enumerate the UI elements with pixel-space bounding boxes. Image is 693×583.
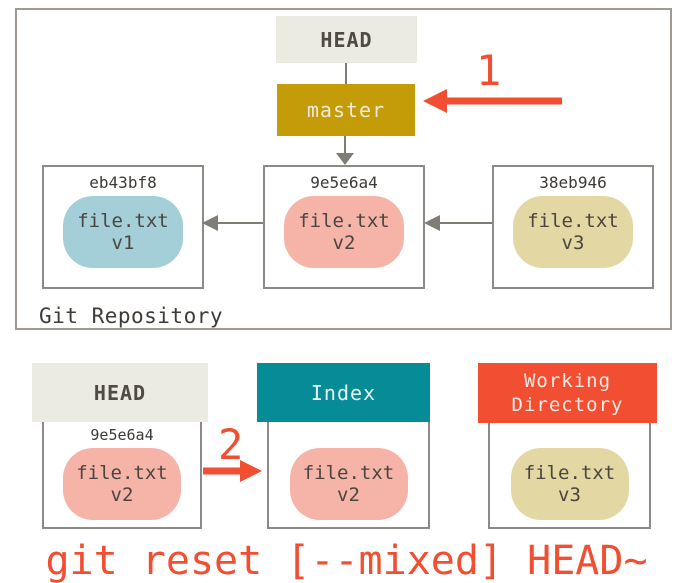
step-2-arrow-icon <box>240 460 262 482</box>
blob-filename: file.txt <box>76 462 168 484</box>
index-tree-box: file.txt v2 <box>267 415 430 529</box>
head-tree-label: HEAD <box>93 380 147 405</box>
master-branch-box: master <box>277 84 415 136</box>
file-blob-v1: file.txt v1 <box>63 196 183 268</box>
head-tree-header: HEAD <box>32 363 208 422</box>
blob-version: v3 <box>561 232 585 254</box>
working-directory-label-line1: Working <box>523 370 612 392</box>
head-tree-file-blob: file.txt v2 <box>63 448 181 520</box>
working-directory-label-line2: Directory <box>511 394 624 416</box>
index-tree-file-blob: file.txt v2 <box>289 448 408 520</box>
blob-version: v3 <box>558 484 581 506</box>
index-tree-header: Index <box>257 363 430 422</box>
blob-filename: file.txt <box>77 210 169 232</box>
head-pointer-label: HEAD <box>320 27 373 52</box>
head-pointer-box: HEAD <box>276 16 417 63</box>
blob-version: v2 <box>337 484 360 506</box>
working-directory-header: Working Directory <box>478 363 657 423</box>
blob-version: v2 <box>110 484 134 506</box>
file-blob-v3: file.txt v3 <box>513 196 633 268</box>
head-tree-sha: 9e5e6a4 <box>90 426 154 444</box>
head-tree-box: 9e5e6a4 file.txt v2 <box>42 415 202 529</box>
blob-filename: file.txt <box>523 462 616 484</box>
file-blob-v2: file.txt v2 <box>284 196 404 268</box>
commit-box-eb43bf8: eb43bf8 file.txt v1 <box>42 165 204 289</box>
blob-version: v2 <box>332 232 356 254</box>
step-2-number: 2 <box>218 420 244 469</box>
commit-sha: 9e5e6a4 <box>310 173 378 192</box>
commit-box-38eb946: 38eb946 file.txt v3 <box>492 165 654 289</box>
step-1-number: 1 <box>476 46 502 95</box>
git-command-caption: git reset [--mixed] HEAD~ <box>45 538 648 583</box>
commit-box-9e5e6a4: 9e5e6a4 file.txt v2 <box>263 165 425 289</box>
commit-sha: eb43bf8 <box>89 173 157 192</box>
blob-version: v1 <box>111 232 135 254</box>
working-directory-file-blob: file.txt v3 <box>510 448 629 520</box>
blob-filename: file.txt <box>527 210 619 232</box>
index-tree-label: Index <box>310 380 377 405</box>
master-branch-label: master <box>306 98 386 122</box>
commit-sha: 38eb946 <box>539 173 607 192</box>
blob-filename: file.txt <box>298 210 390 232</box>
blob-filename: file.txt <box>302 462 395 484</box>
git-repository-label: Git Repository <box>39 304 224 328</box>
working-directory-box: file.txt v3 <box>488 415 651 529</box>
